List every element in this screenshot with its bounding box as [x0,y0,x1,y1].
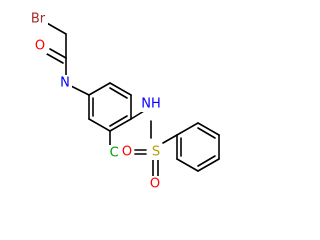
bond-ring-nh [130,110,145,120]
atom-labels: Br O N NH Cl S O O [28,11,164,192]
bond-carbonyl-o-b [46,53,64,64]
atom-label-o2: O [150,177,160,192]
atom-s: S [149,144,163,160]
ring1-double-2 [109,115,128,127]
atom-label-br: Br [31,12,46,27]
atom-o2: O [148,176,162,192]
ring2-bond-5 [176,158,199,172]
atom-label-o1: O [35,39,45,54]
bond-n-ring [70,85,90,96]
atom-n1: N [58,75,72,91]
ring1-bond-1 [88,82,111,96]
chemical-structure: Br O N NH Cl S O O [28,11,220,192]
bond-br-ch2 [44,21,67,35]
ring1-bond-4 [109,118,132,132]
ring2-bond-2 [197,122,220,136]
ring1-bond-5 [88,118,111,132]
atom-nh: NH [138,96,164,112]
atom-label-cl: Cl [110,146,123,161]
bonds [44,21,220,177]
atom-label-nh: NH [141,97,161,112]
bond-carbonyl-o-a [49,48,67,59]
ring2-double-1 [197,127,216,139]
atom-label-o3: O [122,145,132,160]
bond-s-phenyl [162,134,178,144]
ring2-bond-4 [197,158,220,172]
atom-label-s: S [152,145,160,160]
atom-o3: O [120,144,134,160]
ring2-double-2 [197,155,216,167]
ring1-double-1 [109,87,128,99]
ring2-bond-1 [176,122,199,136]
atom-br: Br [28,11,48,27]
ring1-bond-2 [109,82,132,96]
atom-label-n1: N [60,76,70,91]
atom-o1: O [33,38,47,54]
